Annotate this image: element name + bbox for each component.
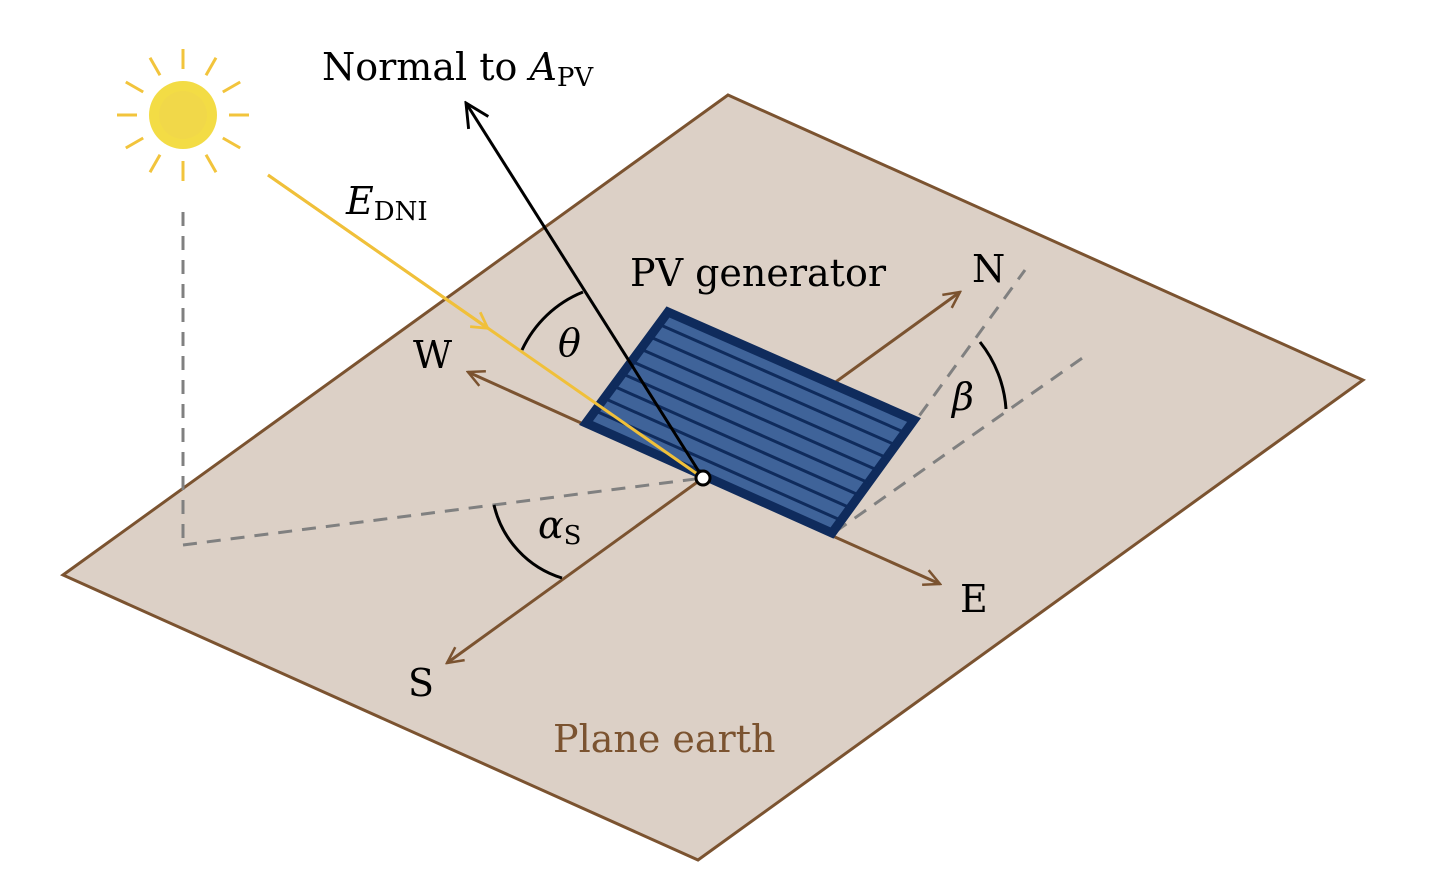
sun-ray <box>125 136 144 150</box>
sun-ray <box>148 154 162 173</box>
alpha-label-subscript: S <box>564 521 582 551</box>
panel-origin-point <box>694 469 712 487</box>
dni-ray-arrowhead <box>267 173 491 330</box>
pv-cell-row-line <box>658 322 906 434</box>
pv-cell-row-line <box>640 347 888 460</box>
beta-label: β <box>950 375 974 419</box>
sun-ray <box>204 154 218 173</box>
sun-icon <box>117 49 249 181</box>
sun-ray <box>148 57 162 76</box>
alpha-label: αS <box>538 503 581 551</box>
sun-ray <box>125 80 144 94</box>
angle-arcs <box>492 290 1008 580</box>
pv-generator-label: PV generator <box>630 251 887 295</box>
tilt-ground-dashed-line <box>834 352 1089 534</box>
normal-label-text: Normal to <box>322 45 529 89</box>
alpha-label-variable: α <box>538 503 564 547</box>
alpha-arc <box>492 504 563 580</box>
panel-normal-arrow <box>466 103 705 479</box>
north-label: N <box>972 247 1005 291</box>
edni-label-subscript: DNI <box>374 197 428 227</box>
beta-arc <box>978 341 1008 410</box>
pv-cell-row-line <box>621 372 870 485</box>
east-label: E <box>960 577 988 621</box>
theta-label: θ <box>558 321 581 365</box>
pv-cell-row-line <box>630 359 879 472</box>
sun-core <box>159 91 207 139</box>
sun-projection-lines <box>181 212 704 547</box>
edni-label: EDNI <box>345 179 428 227</box>
pv-cell-row-line <box>612 384 860 497</box>
normal-label: Normal to APV <box>322 45 594 93</box>
normal-label-variable: A <box>526 45 556 89</box>
theta-arc <box>520 290 584 351</box>
edni-label-variable: E <box>345 179 374 223</box>
sun-azimuth-dashed-line <box>182 476 704 547</box>
sun-ray <box>222 136 241 150</box>
sun-ray <box>204 57 218 76</box>
pv-cell-row-line <box>603 396 851 510</box>
pv-cell-rows <box>594 322 906 522</box>
south-arrow <box>447 476 704 663</box>
pv-cell-row-line <box>594 409 842 522</box>
normal-label-subscript: PV <box>557 63 594 93</box>
pv-generator-panel <box>579 306 921 539</box>
sun-ray <box>222 80 241 94</box>
plane-earth-label: Plane earth <box>553 717 775 761</box>
pv-cell-row-line <box>649 335 897 447</box>
west-label: W <box>413 333 452 377</box>
south-label: S <box>408 661 434 705</box>
